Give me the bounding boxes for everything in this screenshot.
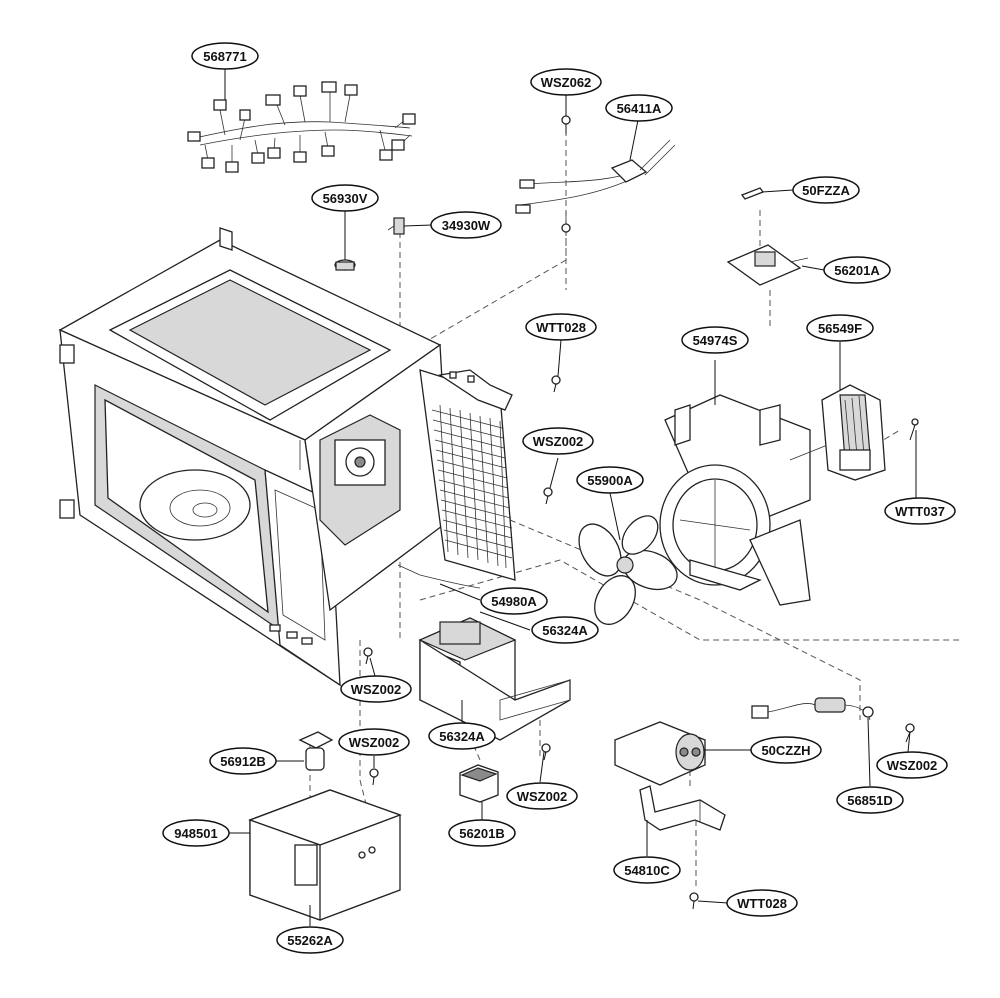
svg-text:WSZ002: WSZ002	[351, 682, 402, 697]
callout-WTT037: WTT037	[884, 497, 956, 525]
fuse-50FZZA	[740, 187, 765, 200]
svg-text:56324A: 56324A	[542, 623, 588, 638]
wire-harness-568771	[187, 81, 416, 173]
svg-text:948501: 948501	[174, 826, 217, 841]
leader-lines	[224, 68, 917, 926]
callout-54810C: 54810C	[613, 856, 681, 884]
bracket-34930W	[387, 217, 405, 235]
svg-text:56201B: 56201B	[459, 826, 505, 841]
callout-55262A: 55262A	[276, 926, 344, 954]
screw-WSZ062	[561, 115, 571, 134]
control-box-948501	[248, 789, 402, 921]
fan-55900A	[578, 515, 678, 625]
callout-54974S: 54974S	[681, 326, 749, 354]
callout-55900A: 55900A	[576, 466, 644, 494]
svg-text:56851D: 56851D	[847, 793, 893, 808]
wire-54980A	[397, 564, 481, 589]
svg-text:WSZ002: WSZ002	[349, 735, 400, 750]
svg-text:WSZ002: WSZ002	[533, 434, 584, 449]
callout-56851D: 56851D	[836, 786, 904, 814]
svg-text:56411A: 56411A	[617, 101, 662, 116]
svg-text:56549F: 56549F	[818, 321, 862, 336]
wire-cord-56411A	[515, 139, 676, 233]
vent-mesh-panel	[419, 369, 516, 581]
callout-56411A: 56411A	[605, 94, 673, 122]
diode-56851D	[751, 697, 874, 721]
svg-text:WTT028: WTT028	[536, 320, 586, 335]
switch-56201B	[459, 764, 499, 803]
svg-text:WSZ062: WSZ062	[541, 75, 592, 90]
callout-56549F: 56549F	[806, 314, 874, 342]
callout-948501: 948501	[162, 819, 230, 847]
callout-WTT028-bottom: WTT028	[726, 889, 798, 917]
callout-WSZ062: WSZ062	[530, 68, 602, 96]
svg-text:50FZZA: 50FZZA	[802, 183, 850, 198]
magnetron-56324A	[418, 617, 571, 741]
svg-text:34930W: 34930W	[442, 218, 491, 233]
callout-54980A: 54980A	[480, 587, 548, 615]
callout-WSZ002-right: WSZ002	[876, 751, 948, 779]
callout-50FZZA: 50FZZA	[792, 176, 860, 204]
callout-56912B: 56912B	[209, 747, 277, 775]
callout-56324A-lower: 56324A	[428, 722, 496, 750]
svg-text:56912B: 56912B	[220, 754, 266, 769]
callout-WTT028-top: WTT028	[525, 313, 597, 341]
callout-34930W: 34930W	[430, 211, 502, 239]
callout-568771: 568771	[191, 42, 259, 70]
svg-text:WTT037: WTT037	[895, 504, 945, 519]
svg-text:WSZ002: WSZ002	[887, 758, 938, 773]
svg-text:WTT028: WTT028	[737, 896, 787, 911]
thermostat-56930V	[334, 210, 356, 271]
capacitor-50CZZH	[614, 721, 706, 786]
svg-text:56324A: 56324A	[439, 729, 485, 744]
screws	[363, 375, 915, 910]
oven-cavity-frame	[58, 227, 451, 687]
bracket-54810C	[639, 785, 726, 831]
thermal-cutout-56912B	[298, 731, 334, 771]
motor-56549F	[821, 384, 919, 481]
callout-56201B: 56201B	[448, 819, 516, 847]
callout-56930V: 56930V	[311, 184, 379, 212]
callout-WSZ002-mid: WSZ002	[522, 427, 594, 455]
callout-WSZ002-left: WSZ002	[340, 675, 412, 703]
motor-bracket-54974S	[659, 394, 841, 606]
svg-text:55900A: 55900A	[587, 473, 633, 488]
callout-56201A: 56201A	[823, 256, 891, 284]
svg-text:568771: 568771	[203, 49, 246, 64]
callout-56324A-upper: 56324A	[531, 616, 599, 644]
svg-text:WSZ002: WSZ002	[517, 789, 568, 804]
callout-50CZZH: 50CZZH	[750, 736, 822, 764]
mesh-grid	[431, 404, 513, 569]
svg-text:54980A: 54980A	[491, 594, 537, 609]
svg-text:54810C: 54810C	[624, 863, 670, 878]
svg-text:54974S: 54974S	[693, 333, 738, 348]
svg-text:56930V: 56930V	[323, 191, 368, 206]
relay-board-56201A	[726, 244, 809, 286]
svg-text:55262A: 55262A	[287, 933, 333, 948]
callout-WSZ002-bottom: WSZ002	[506, 782, 578, 810]
svg-text:56201A: 56201A	[834, 263, 880, 278]
callout-WSZ002-fuse: WSZ002	[338, 728, 410, 756]
svg-text:50CZZH: 50CZZH	[761, 743, 810, 758]
